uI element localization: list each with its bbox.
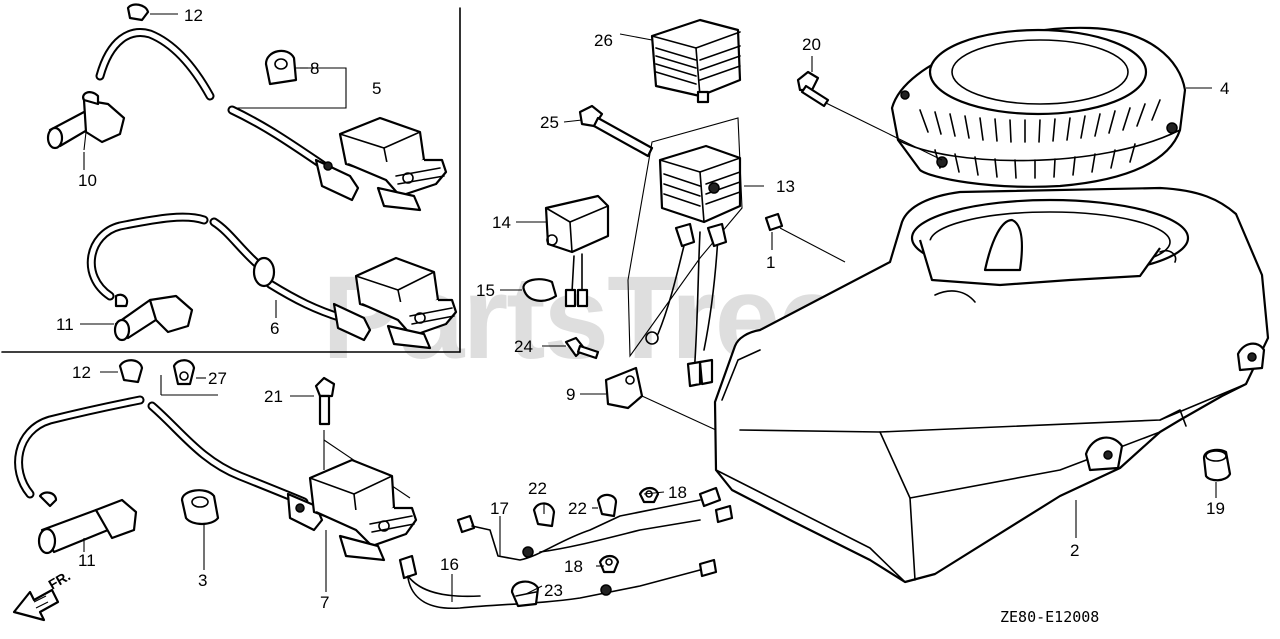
grommet-8[interactable] xyxy=(264,49,298,86)
callout-9[interactable]: 9 xyxy=(566,385,575,404)
callout-17[interactable]: 17 xyxy=(490,499,509,518)
callout-18-lower[interactable]: 18 xyxy=(564,557,583,576)
ignition-coil-6[interactable] xyxy=(332,256,458,350)
spark-plug-cap-11-lower[interactable] xyxy=(37,491,138,555)
callout-23[interactable]: 23 xyxy=(544,581,563,600)
callout-1[interactable]: 1 xyxy=(766,253,775,272)
high-tension-cord-lower[interactable] xyxy=(86,212,347,323)
ignition-unit-14[interactable] xyxy=(544,194,610,308)
ignition-coil-7[interactable] xyxy=(286,458,418,562)
callout-19[interactable]: 19 xyxy=(1206,499,1225,518)
callout-2[interactable]: 2 xyxy=(1070,541,1079,560)
cord-grommet xyxy=(252,256,276,288)
callout-22-left[interactable]: 22 xyxy=(528,479,547,498)
drawing-code: ZE80-E12008 xyxy=(1000,608,1099,626)
clamp-23[interactable] xyxy=(510,580,540,608)
clip-12-top[interactable] xyxy=(126,3,150,22)
clip-27[interactable] xyxy=(172,359,196,386)
callout-5[interactable]: 5 xyxy=(372,79,381,98)
grommet-19[interactable] xyxy=(1202,448,1232,482)
callout-27[interactable]: 27 xyxy=(208,369,227,388)
leader-5 xyxy=(236,67,347,109)
front-direction-arrow: FR. xyxy=(12,567,74,622)
callout-25[interactable]: 25 xyxy=(540,113,559,132)
callout-8[interactable]: 8 xyxy=(310,59,319,78)
callout-12-top[interactable]: 12 xyxy=(184,6,203,25)
callout-3[interactable]: 3 xyxy=(198,571,207,590)
high-tension-cord-upper[interactable] xyxy=(95,28,335,175)
fan-cover[interactable] xyxy=(713,186,1270,584)
callout-labels: 12 8 5 10 11 6 12 27 21 11 3 7 17 16 22 … xyxy=(56,6,1229,612)
callout-12-lower[interactable]: 12 xyxy=(72,363,91,382)
callout-7[interactable]: 7 xyxy=(320,593,329,612)
bolt-25[interactable] xyxy=(578,104,654,158)
front-marker-label: FR. xyxy=(46,567,74,592)
callout-6[interactable]: 6 xyxy=(270,319,279,338)
ignition-coil-5[interactable] xyxy=(314,116,448,212)
callout-15[interactable]: 15 xyxy=(476,281,495,300)
callout-26[interactable]: 26 xyxy=(594,31,613,50)
callout-13[interactable]: 13 xyxy=(776,177,795,196)
callout-11-lower[interactable]: 11 xyxy=(78,551,96,570)
collar-1[interactable] xyxy=(764,212,846,263)
callout-21[interactable]: 21 xyxy=(264,387,283,406)
regulator-rectifier-26[interactable] xyxy=(650,18,742,104)
callout-20[interactable]: 20 xyxy=(802,35,821,54)
flange-bolt-20[interactable] xyxy=(796,70,943,161)
callout-14[interactable]: 14 xyxy=(492,213,511,232)
callout-4[interactable]: 4 xyxy=(1220,79,1229,98)
clip-22-right[interactable] xyxy=(596,493,618,518)
clip-12-lower[interactable] xyxy=(118,359,144,384)
callout-22-right[interactable]: 22 xyxy=(568,499,587,518)
regulator-rectifier-13[interactable] xyxy=(627,117,743,388)
recoil-starter[interactable] xyxy=(890,26,1187,188)
callout-11-upper[interactable]: 11 xyxy=(56,315,74,334)
clamp-18-lower[interactable] xyxy=(598,554,620,574)
clamp-18-upper[interactable] xyxy=(638,486,660,504)
clamp-15[interactable] xyxy=(522,278,558,302)
callout-leaders xyxy=(80,13,1217,602)
clip-22-left[interactable] xyxy=(532,502,556,528)
callout-16[interactable]: 16 xyxy=(440,555,459,574)
wire-harness-16[interactable] xyxy=(398,554,718,610)
high-tension-cord-bottom[interactable] xyxy=(14,395,309,507)
callout-18-upper[interactable]: 18 xyxy=(668,483,687,502)
spark-plug-cap-10[interactable] xyxy=(46,91,126,151)
divider-lines xyxy=(1,7,461,396)
spark-plug-cap-11-upper[interactable] xyxy=(113,293,194,342)
callout-24[interactable]: 24 xyxy=(514,337,533,356)
grommet-3[interactable] xyxy=(180,489,220,526)
screw-24[interactable] xyxy=(564,336,600,360)
wire-harness-17[interactable] xyxy=(456,486,734,561)
wire-clamp-9[interactable] xyxy=(604,366,717,431)
callout-10[interactable]: 10 xyxy=(78,171,97,190)
